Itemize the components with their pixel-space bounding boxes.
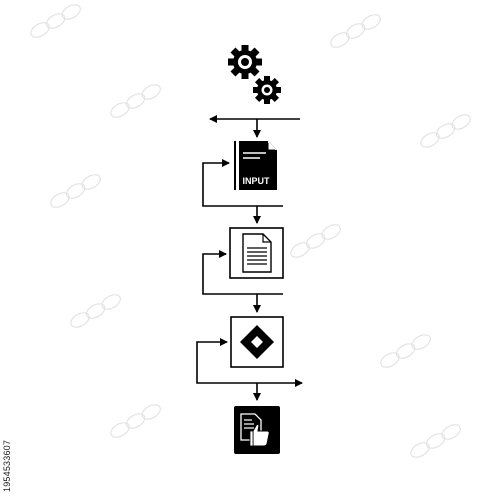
diamond-icon xyxy=(230,316,284,368)
top-connector xyxy=(209,115,300,138)
decision-loop-connector xyxy=(196,338,303,401)
stock-image-id: 1954533607 xyxy=(2,439,12,492)
thumbs-up-document-icon xyxy=(234,406,280,454)
input-document-icon: INPUT xyxy=(234,141,277,190)
watermark-pattern xyxy=(30,4,471,458)
gears-icon xyxy=(228,45,281,104)
text-document-icon xyxy=(229,227,284,279)
input-document-label: INPUT xyxy=(243,176,271,186)
large-gear-icon xyxy=(228,45,262,79)
small-gear-icon xyxy=(253,76,281,104)
input-loop-connector xyxy=(202,159,283,224)
document-loop-connector xyxy=(202,250,283,313)
